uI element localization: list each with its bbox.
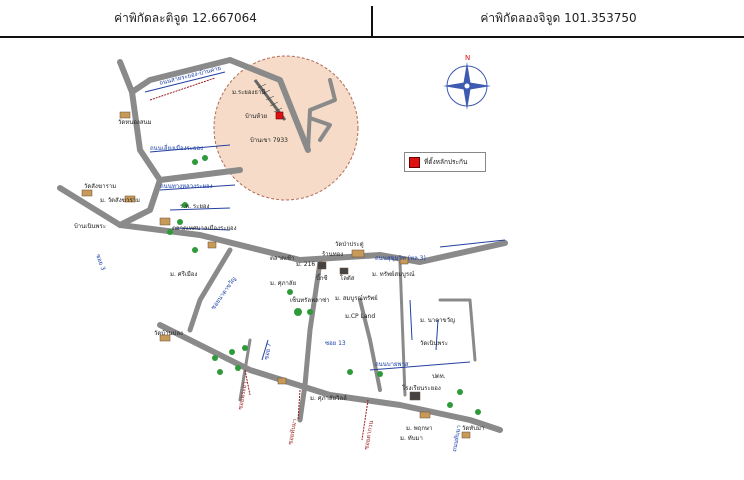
label-ban-huai: บ้านห้วย <box>245 113 267 120</box>
label-ban-noen-phra: บ้านเนินพระ <box>74 223 106 230</box>
legend-swatch <box>409 156 420 168</box>
label-road-rc: ถนนเลี่ยงเมืองระยอง <box>150 144 203 152</box>
label-village-8: ม. พฤกษา <box>406 425 432 432</box>
label-village-6: ม. นาตาขวัญ <box>420 317 455 324</box>
compass-rose <box>443 62 491 110</box>
label-road-1: ถนนทางหลวงระยอง <box>160 183 213 190</box>
label-lotus: โลตัส <box>340 274 355 282</box>
label-village-3: ม. ศุภาลัย <box>270 280 296 287</box>
legend-label: ที่ตั้งหลักประกัน <box>424 158 468 166</box>
label-soi-f: ซอยทับมา <box>287 418 298 445</box>
label-soi-a: ซอย 3 <box>94 253 106 271</box>
label-wat-tabma: วัดทับมา <box>462 425 484 432</box>
label-moo-2: ม. 216 <box>296 261 315 268</box>
label-wat-sangkhom: วัดสังฆาราม <box>84 183 116 190</box>
label-village-4: ม. ทรัพย์สมบูรณ์ <box>372 270 415 278</box>
road-name-arrows <box>144 71 506 371</box>
label-market: ตลาดเทศบาลเมืองระยอง <box>172 224 237 232</box>
compass-north-label: N <box>465 54 470 62</box>
location-map[interactable]: N วัดหนองสนม ถนนสายระยอง-บ้านค่าย ถนนเลี… <box>0 38 744 480</box>
zoom-circle <box>213 55 359 201</box>
label-school: โรงเรียนระยอง <box>402 384 441 392</box>
label-soi-b: ซอยพระยา <box>237 381 249 410</box>
label-village-5: ม. สมบูรณ์ทรัพย์ <box>335 294 378 302</box>
coordinates-header: ค่าพิกัดละติจูด 12.667064 ค่าพิกัดลองจิจ… <box>0 0 744 38</box>
label-road-sukhumvit: ถนนสุขุมวิท (ทล.3) <box>375 255 426 262</box>
collateral-location-marker[interactable] <box>275 111 284 120</box>
label-ban-khao: บ้านเขา 7933 <box>250 137 288 144</box>
label-bigc: บิ๊กซี <box>316 273 328 282</box>
label-ptt: ปตท. <box>432 373 446 380</box>
label-wat-ban-plong: วัดบ้านปลง <box>154 330 183 337</box>
label-wat-nong-sanom: วัดหนองสนม <box>118 119 152 126</box>
label-village-1: ม.ระยองธานี <box>232 88 266 96</box>
latitude-label: ค่าพิกัดละติจูด 12.667064 <box>114 10 257 25</box>
label-soi-c: ซอย 7 <box>263 342 273 360</box>
label-soi-e: ซอย 13 <box>325 340 346 347</box>
label-market-2: ตลาดเช้า <box>270 255 294 262</box>
label-shop: ร้านทอง <box>322 251 343 258</box>
label-hospital: ร.พ. ระยอง <box>180 203 209 210</box>
longitude-label: ค่าพิกัดลองจิจูด 101.353750 <box>480 10 637 25</box>
label-cp-land: ม.CP Land <box>345 313 375 320</box>
label-village-7: ม. ศุภาลัยวิลล์ <box>310 394 347 402</box>
label-soi-g: ซอยตากวน <box>363 420 375 450</box>
label-central: เซ็นทรัลพลาซ่า <box>290 295 330 304</box>
label-moo-wat: ม. วัดสังฆาราม <box>100 197 140 204</box>
label-wat-pa: วัดป่าประดู่ <box>335 241 364 248</box>
distance-arrows <box>149 77 369 441</box>
label-road-tabma: ถนนทับมา <box>451 425 463 453</box>
label-temple-right: วัดเนินพระ <box>420 340 448 347</box>
landmark-icons <box>81 111 471 439</box>
label-village-9: ม. ทับมา <box>400 435 423 442</box>
tree-markers <box>167 155 481 415</box>
header-divider <box>371 6 373 36</box>
label-road-main: ถนนบายพาส <box>375 361 409 368</box>
label-village-2: ม. ศรีเมือง <box>170 270 197 278</box>
map-legend: ที่ตั้งหลักประกัน <box>404 152 486 172</box>
